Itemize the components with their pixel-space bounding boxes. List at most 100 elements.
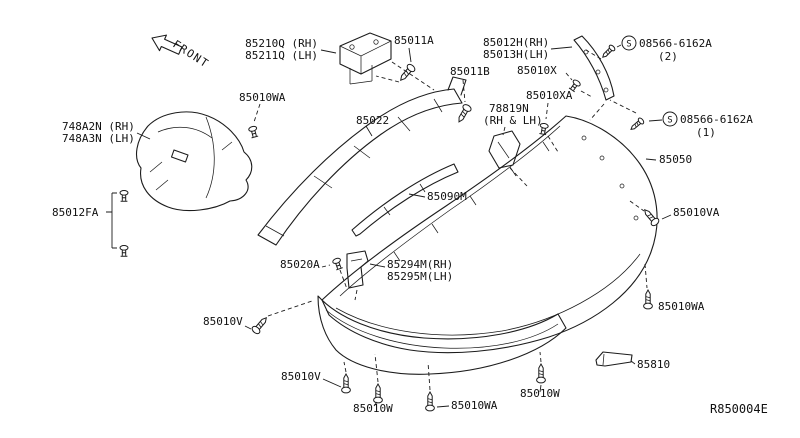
label-85013h: 85013H(LH) [483, 48, 549, 61]
line-art [630, 360, 636, 365]
line-art [157, 126, 213, 139]
line-art [502, 126, 506, 136]
label-85010wa-bottom: 85010WA [451, 399, 498, 412]
line-art [662, 111, 678, 127]
bumper-reinforcement-art [257, 76, 467, 246]
fastener-symbol-2: S [621, 35, 637, 51]
line-art [354, 289, 358, 301]
line-art [393, 141, 550, 262]
line-art [436, 405, 450, 408]
bolt-85010wa-right-art [643, 289, 653, 310]
absorber-strip-art [351, 163, 459, 237]
line-art [265, 98, 443, 237]
line-art [321, 264, 331, 268]
label-08566-6162a-2: 08566-6162A [639, 37, 712, 50]
bolt-85010v-left-art [250, 314, 271, 336]
diagram-code: R850004E [710, 402, 768, 416]
label-85022: 85022 [356, 114, 389, 127]
line-art [135, 111, 253, 212]
front-label: FRONT [170, 38, 211, 71]
line-art [374, 353, 379, 383]
line-art [106, 192, 117, 249]
dashed-projection-lines [253, 49, 648, 391]
label-85210q: 85210Q (RH) [245, 37, 318, 50]
line-art [350, 258, 363, 262]
line-art [539, 351, 542, 363]
line-art [629, 200, 645, 212]
label-85011b: 85011B [450, 65, 490, 78]
label-748a2n: 748A2N (RH) [62, 120, 135, 133]
clip-85012fa-top-art [119, 190, 129, 202]
label-78819n: 78819N [489, 102, 529, 115]
line-art [136, 132, 151, 140]
line-art [408, 193, 426, 198]
line-art [335, 253, 641, 336]
line-art [346, 250, 369, 289]
line-art [619, 183, 625, 189]
lower-valance-art [317, 295, 567, 375]
line-art [547, 135, 559, 153]
label-85012h: 85012H(RH) [483, 36, 549, 49]
clip-bracket-lines [106, 192, 117, 249]
line-art [447, 76, 467, 96]
side-retainer-art [573, 35, 615, 101]
line-art [325, 309, 559, 349]
line-art [257, 88, 463, 246]
label-85010w-right: 85010W [520, 387, 560, 400]
label-748a3n: 748A3N (LH) [62, 132, 135, 145]
line-art [509, 167, 528, 187]
line-art [373, 39, 379, 45]
line-art [616, 44, 622, 48]
line-art [565, 72, 573, 81]
line-art [644, 263, 648, 289]
line-art [149, 141, 233, 191]
fastener-symbol-1: S [662, 111, 678, 127]
label-85010va: 85010VA [673, 206, 720, 219]
line-art [373, 401, 378, 407]
bolt-85010wa-bottom-art [425, 391, 435, 412]
label-85010wa-left: 85010WA [239, 91, 286, 104]
line-art [317, 295, 567, 375]
label-85010wa-right: 85010WA [658, 300, 705, 313]
bolt-85010w-bottom-art [373, 383, 383, 404]
line-art [365, 125, 373, 137]
label-85020a: 85020A [280, 258, 320, 271]
clip-85020a-art [331, 256, 344, 271]
label-85090m: 85090M [427, 190, 467, 203]
line-art [339, 125, 561, 297]
line-art [339, 40, 392, 74]
line-art [550, 46, 573, 50]
line-art [595, 351, 633, 367]
label-85010x: 85010X [517, 64, 557, 77]
screw-08566-2-art [599, 43, 617, 61]
finisher-strip-art [595, 351, 633, 367]
line-art [599, 155, 605, 161]
bolt-85010w-right-art [536, 363, 546, 384]
bumper-fascia-art [321, 115, 658, 354]
line-art [648, 119, 663, 122]
line-art [339, 269, 348, 290]
screw-08566-1-art [628, 116, 646, 133]
line-art [661, 214, 672, 220]
line-art [408, 47, 412, 63]
label-85010w-bottom: 85010W [353, 402, 393, 415]
line-art [321, 115, 658, 354]
label-85010v-bottom: 85010V [281, 370, 321, 383]
front-direction-arrow: FRONT [151, 34, 212, 71]
line-art [322, 378, 342, 388]
label-85012fa: 85012FA [52, 206, 99, 219]
sensor-bracket-art [488, 130, 521, 169]
line-art [267, 300, 313, 317]
clip-85012fa-bottom-art [119, 245, 129, 257]
bolt-85011b-art [454, 102, 473, 125]
line-art [349, 44, 355, 50]
line-art [545, 102, 549, 120]
line-art [595, 69, 601, 75]
line-art [151, 34, 183, 55]
line-art [351, 163, 459, 237]
leader-lines [136, 44, 672, 408]
line-art [581, 135, 587, 141]
clip-85010wa-left-art [247, 125, 260, 139]
